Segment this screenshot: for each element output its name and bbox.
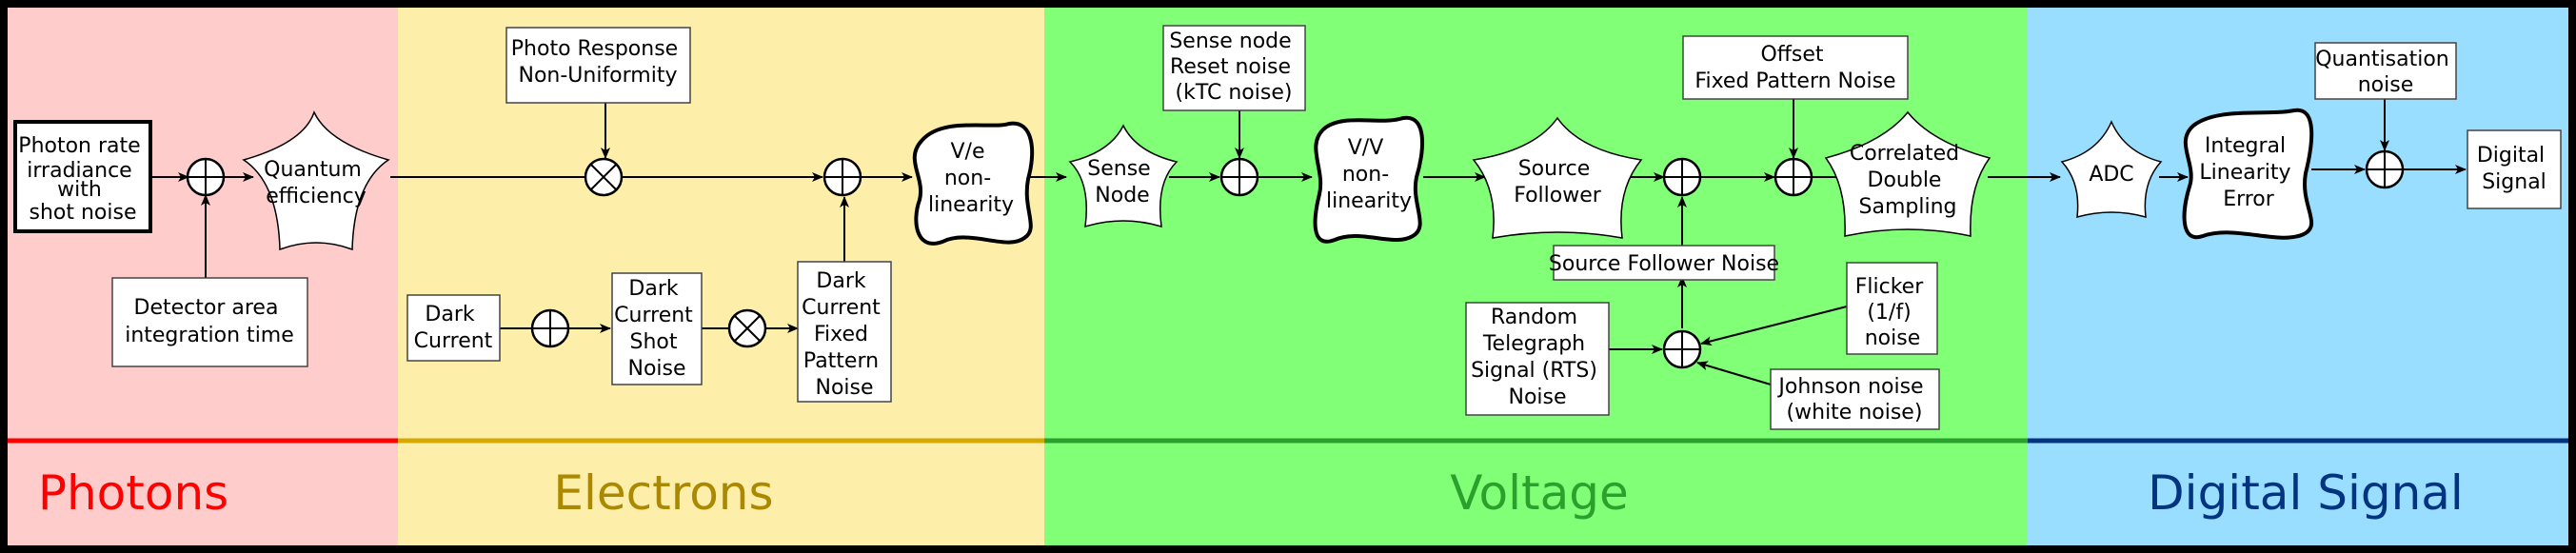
- adc-shape: [2060, 120, 2163, 219]
- sum-junction: [1662, 329, 1702, 369]
- source-follower-shape: [1472, 116, 1643, 239]
- rts-noise-box: [1465, 302, 1610, 416]
- vv-nonlinearity-shape: [1313, 115, 1425, 244]
- zone-photons-bg: [8, 8, 398, 545]
- connections: [150, 99, 2467, 385]
- cds-label: Correlated Double Sampling: [1850, 142, 1966, 219]
- sum-junction: [1662, 157, 1702, 197]
- cds-shape: [1824, 110, 1991, 237]
- sense-node-shape: [1068, 124, 1179, 228]
- multiply-junction: [727, 308, 767, 348]
- adc-label: ADC: [2089, 163, 2133, 187]
- flicker-noise-label: Flicker (1/f) noise: [1855, 275, 1931, 350]
- quantisation-noise-label: Quantisation noise: [2315, 48, 2456, 97]
- sense-reset-box: [1162, 25, 1306, 111]
- zone-digital-bg: [2028, 8, 2568, 545]
- zone-voltage-label: Voltage: [1450, 465, 1629, 521]
- sense-node-label: Sense Node: [1087, 157, 1157, 207]
- inl-shape: [2182, 108, 2314, 240]
- dark-fpn-label: Dark Current Fixed Pattern Noise: [802, 269, 887, 400]
- flicker-noise-box: [1846, 262, 1938, 355]
- sense-reset-label: Sense node Reset noise (kTC noise): [1169, 30, 1298, 105]
- dark-shot-noise-label: Dark Current Shot Noise: [614, 277, 700, 381]
- johnson-noise-label: Johnson noise (white noise): [1776, 375, 1930, 425]
- johnson-noise-box: [1770, 368, 1940, 430]
- source-follower-label: Source Follower: [1514, 157, 1602, 207]
- photon-rate-label: Photon rate irradiance with shot noise: [18, 134, 147, 225]
- dark-current-label: Dark Current: [414, 303, 493, 353]
- prnu-label: Photo Response Non-Uniformity: [511, 37, 684, 88]
- detector-area-box: [111, 277, 308, 367]
- ve-nonlinearity-label: V/e non- linearity: [928, 140, 1014, 217]
- dark-fpn-box: [797, 261, 892, 403]
- vv-nonlinearity-label: V/V non- linearity: [1326, 136, 1412, 213]
- photon-rate-box: [13, 120, 152, 233]
- source-follower-noise-label: Source Follower Noise: [1549, 252, 1779, 276]
- sum-junction: [530, 308, 570, 348]
- digital-signal-label: Digital Signal: [2477, 144, 2551, 194]
- quantisation-noise-box: [2314, 42, 2457, 100]
- quantum-efficiency-shape: [242, 110, 390, 251]
- sum-junction: [2365, 149, 2405, 189]
- sum-junction: [1219, 157, 1259, 197]
- multiply-junction: [584, 157, 624, 197]
- ve-nonlinearity-shape: [912, 121, 1035, 246]
- zone-electrons-bg: [398, 8, 1044, 545]
- dark-current-box: [406, 294, 501, 362]
- inl-label: Integral Linearity Error: [2199, 134, 2297, 211]
- sum-junction: [822, 157, 862, 197]
- digital-signal-box: [2467, 129, 2562, 209]
- rts-noise-label: Random Telegraph Signal (RTS) Noise: [1471, 306, 1604, 409]
- zone-digital-label: Digital Signal: [2148, 465, 2464, 521]
- source-follower-noise-box: [1553, 245, 1775, 281]
- zone-electrons-label: Electrons: [553, 465, 773, 521]
- offset-fpn-box: [1682, 35, 1909, 100]
- dark-shot-noise-box: [611, 272, 703, 385]
- offset-fpn-label: Offset Fixed Pattern Noise: [1694, 43, 1895, 93]
- quantum-efficiency-label: Quantum efficiency: [264, 158, 368, 208]
- detector-area-label: Detector area integration time: [125, 296, 294, 347]
- sum-junction: [186, 157, 226, 197]
- zone-photons-label: Photons: [38, 465, 228, 521]
- prnu-box: [505, 27, 691, 104]
- sum-junction: [1773, 157, 1813, 197]
